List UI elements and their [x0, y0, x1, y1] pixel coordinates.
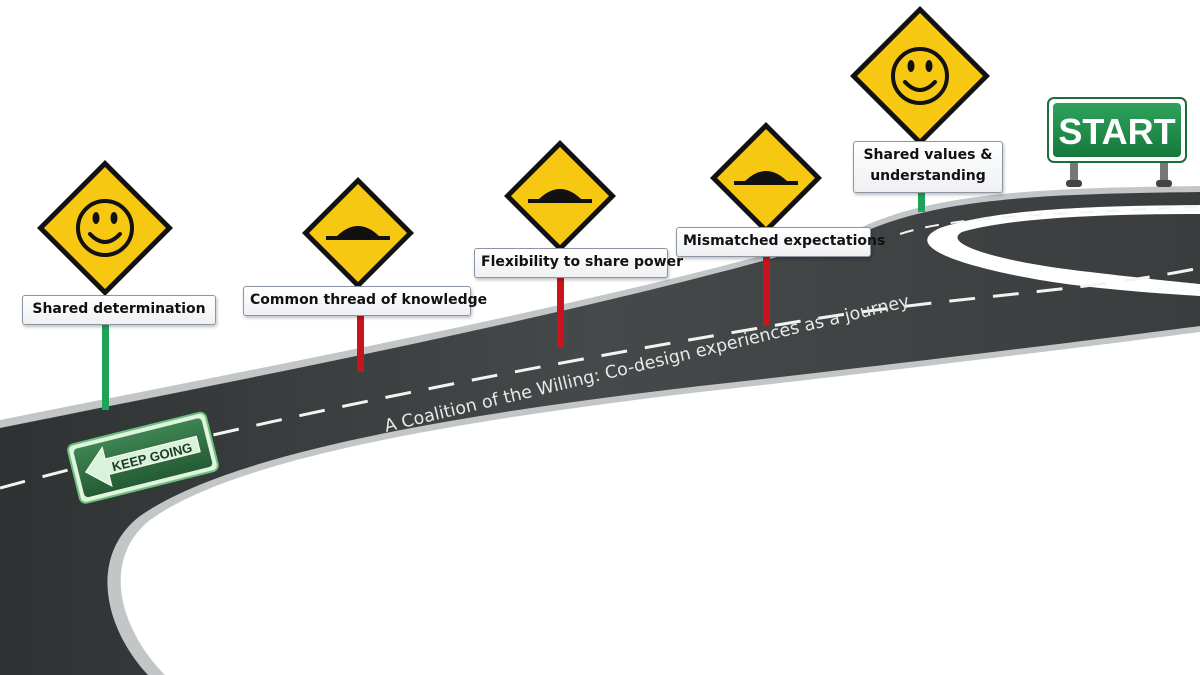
road-sign-3 [504, 140, 616, 252]
road-far-center-line [899, 205, 1200, 235]
road-sign-1 [37, 160, 173, 296]
sign-label-flexibility: Flexibility to share power [474, 248, 683, 278]
road-center-line [0, 266, 1200, 490]
pole-1 [102, 324, 109, 410]
road-sign-5 [850, 6, 990, 146]
start-sign-label: START [1058, 111, 1175, 152]
sign-label-mismatched: Mismatched expectations [676, 227, 885, 257]
speed-bump-icon [734, 171, 798, 185]
keep-going-sign: KEEP GOING [67, 411, 219, 504]
smiley-face-icon [76, 199, 134, 257]
road-far-bend [927, 205, 1200, 296]
sign-label-line-1: Shared values & [863, 147, 993, 163]
pole-3 [557, 276, 564, 348]
sign-label-common-thread: Common thread of knowledge [243, 286, 487, 316]
speed-bump-icon [326, 226, 390, 240]
sign-label-shared-determination: Shared determination [22, 295, 216, 325]
road-surface [0, 192, 1200, 675]
sign-poles [102, 190, 925, 410]
sign-label-text: Mismatched expectations [683, 233, 886, 249]
left-arrow-icon [85, 435, 201, 488]
smiley-face-icon [891, 47, 949, 105]
road-sign-2 [302, 177, 414, 289]
sign-label-text: Common thread of knowledge [250, 292, 488, 308]
road-sign-4 [710, 122, 822, 234]
pole-5 [918, 190, 925, 212]
sign-label-text: Shared determination [32, 301, 206, 317]
start-sign: START [1047, 97, 1187, 187]
road [0, 186, 1200, 675]
pole-2 [357, 316, 364, 372]
sign-label-text: Flexibility to share power [481, 254, 683, 270]
sign-label-shared-values: Shared values & understanding [853, 141, 1003, 193]
pole-4 [763, 256, 770, 326]
speed-bump-icon [528, 189, 592, 203]
sign-label-line-2: understanding [870, 168, 986, 184]
